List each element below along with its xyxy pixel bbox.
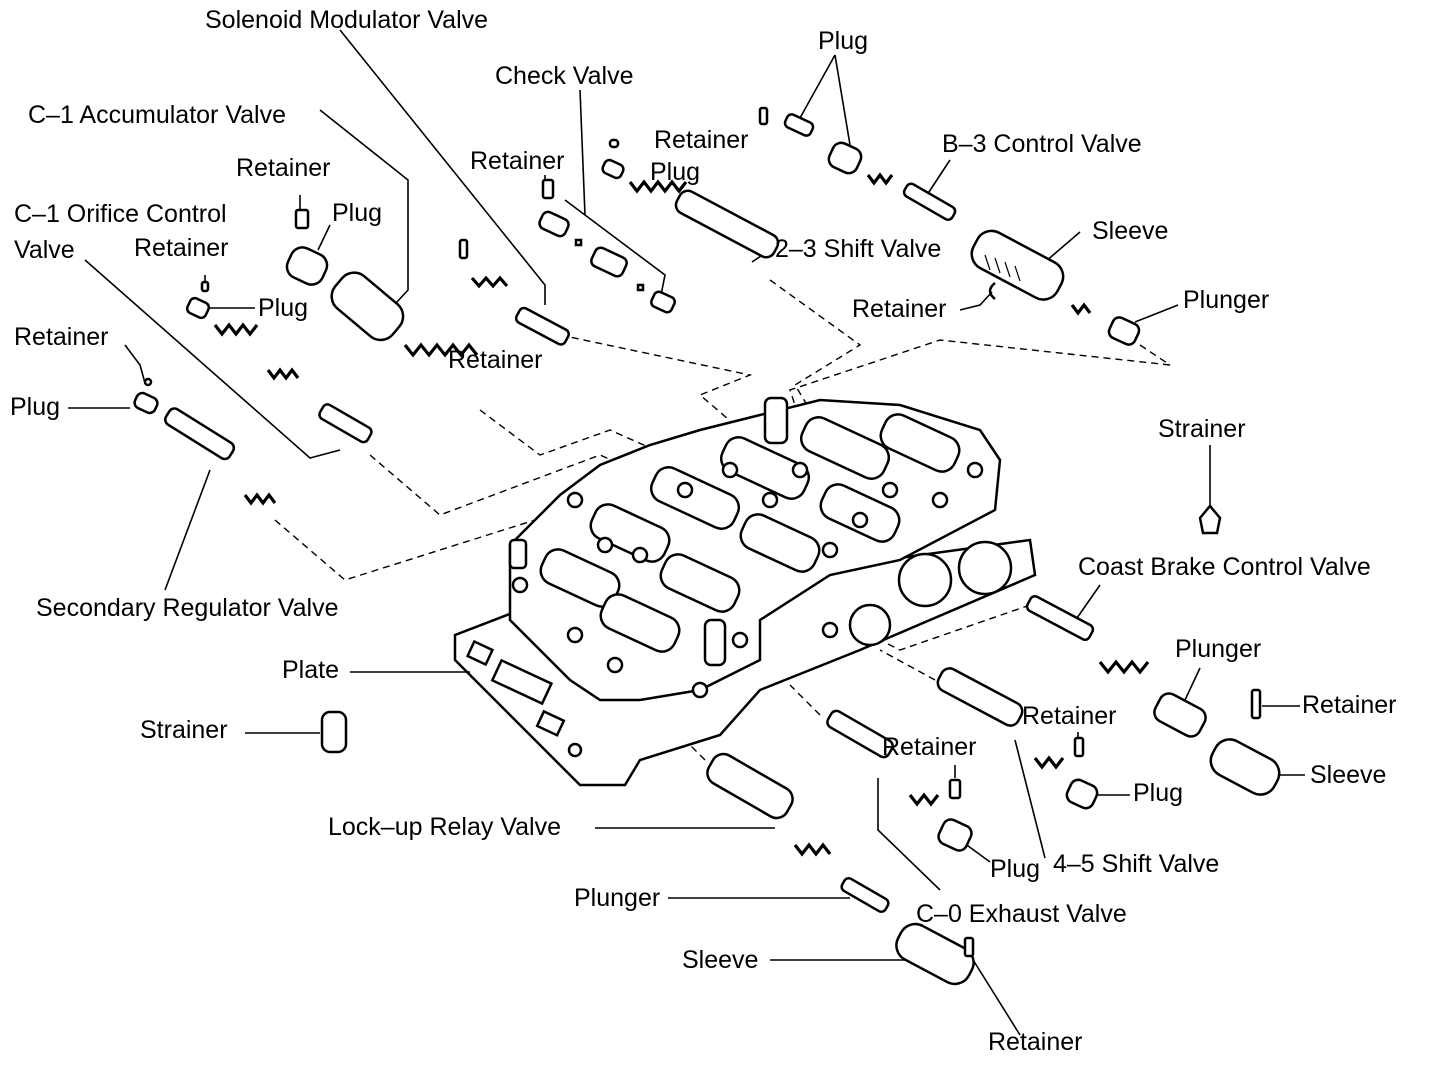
label-c1-orifice-control-line2: Valve: [14, 236, 75, 264]
label-solenoid-modulator-valve: Solenoid Modulator Valve: [205, 6, 489, 34]
label-2-3-shift-valve: 2–3 Shift Valve: [775, 235, 942, 263]
label-retainer-check: Retainer: [470, 147, 565, 175]
label-plunger-b3: Plunger: [1183, 286, 1270, 314]
label-c1-orifice-control-line1: C–1 Orifice Control: [14, 200, 227, 228]
label-sleeve-b3: Sleeve: [1092, 217, 1169, 245]
valve-body-casting: [508, 396, 1002, 702]
label-retainer-c0: Retainer: [882, 733, 977, 761]
label-retainer-accum: Retainer: [236, 154, 331, 182]
label-retainer-top-mid: Retainer: [654, 126, 749, 154]
label-retainer-solenoid: Retainer: [448, 346, 543, 374]
label-plug-top: Plug: [818, 27, 869, 55]
label-c0-exhaust-valve: C–0 Exhaust Valve: [916, 900, 1127, 928]
label-retainer-b3: Retainer: [852, 295, 947, 323]
lower-parts: [320, 504, 1281, 986]
label-plug-orifice: Plug: [258, 294, 309, 322]
label-plug-accum: Plug: [332, 199, 383, 227]
label-retainer-orifice: Retainer: [134, 234, 229, 262]
label-plug-top-mid: Plug: [650, 158, 701, 186]
label-coast-brake-control-valve: Coast Brake Control Valve: [1078, 553, 1371, 581]
label-plug-left: Plug: [10, 393, 61, 421]
label-plug-4-5: Plug: [1133, 779, 1184, 807]
label-4-5-shift-valve: 4–5 Shift Valve: [1053, 850, 1220, 878]
label-retainer-4-5: Retainer: [1022, 702, 1117, 730]
label-sleeve-lockup: Sleeve: [682, 946, 759, 974]
upper-parts: [133, 106, 1141, 506]
label-retainer-left: Retainer: [14, 323, 109, 351]
label-b3-control-valve: B–3 Control Valve: [942, 130, 1142, 158]
label-strainer-right: Strainer: [1158, 415, 1246, 443]
leader-lines: [68, 29, 1305, 1036]
label-plug-c0: Plug: [990, 855, 1041, 883]
label-strainer-left: Strainer: [140, 716, 228, 744]
label-plate: Plate: [282, 656, 339, 684]
label-plunger-lockup: Plunger: [574, 884, 661, 912]
label-plunger-coast: Plunger: [1175, 635, 1262, 663]
label-retainer-bottom: Retainer: [988, 1028, 1083, 1056]
label-c1-accumulator-valve: C–1 Accumulator Valve: [28, 101, 286, 129]
label-sleeve-coast: Sleeve: [1310, 761, 1387, 789]
label-secondary-regulator-valve: Secondary Regulator Valve: [36, 594, 339, 622]
label-lockup-relay-valve: Lock–up Relay Valve: [328, 813, 562, 841]
label-retainer-coast: Retainer: [1302, 691, 1397, 719]
label-check-valve: Check Valve: [495, 62, 634, 90]
